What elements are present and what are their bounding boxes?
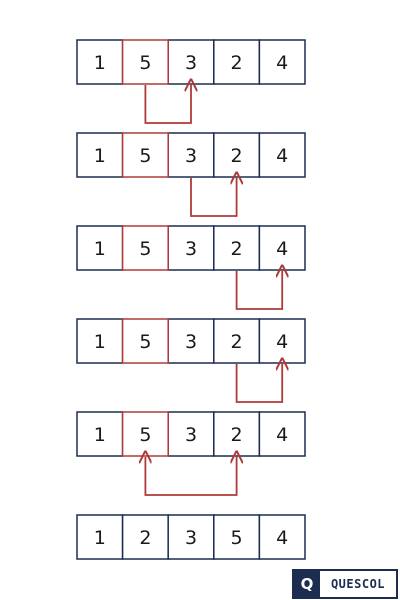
array-cell-value: 4	[276, 238, 288, 260]
array-cell	[213, 132, 261, 178]
array-cell	[167, 411, 215, 457]
array-cell-value: 3	[185, 527, 197, 549]
array-cell-value: 2	[231, 238, 243, 260]
array-cell	[258, 318, 306, 364]
array-row-6: 1 2 3 5 4	[76, 514, 306, 560]
array-cell-value: 2	[231, 52, 243, 74]
array-cell	[76, 411, 124, 457]
array-cell-highlighted	[121, 225, 169, 271]
array-cell-value: 2	[231, 331, 243, 353]
array-cell	[167, 132, 215, 178]
array-rows: 1 5 3 2 4 1 5 3 2 4 1 5 3 2 4 1 5 3 2 4 1 5 3 2 4 1 2 3 5 4	[76, 39, 306, 560]
array-cell	[213, 514, 261, 560]
array-cell-value: 1	[94, 424, 106, 446]
array-cell-value: 1	[94, 331, 106, 353]
array-cell	[258, 514, 306, 560]
array-cell-value: 1	[94, 527, 106, 549]
array-cell	[167, 225, 215, 271]
array-cell	[258, 39, 306, 85]
array-cell-value: 2	[231, 145, 243, 167]
array-row-2: 1 5 3 2 4	[76, 132, 306, 217]
array-cell	[167, 514, 215, 560]
compare-arrow	[144, 85, 191, 124]
array-cell-value: 3	[185, 52, 197, 74]
array-cell-highlighted	[121, 132, 169, 178]
array-cell-value: 5	[231, 527, 243, 549]
array-cell	[258, 411, 306, 457]
compare-arrow	[235, 271, 283, 310]
quescol-logo: Q QUESCOL	[292, 569, 398, 599]
array-cell-value: 5	[139, 145, 151, 167]
array-cell	[213, 225, 261, 271]
array-cell-value: 2	[139, 527, 151, 549]
array-row-1: 1 5 3 2 4	[76, 39, 306, 124]
array-cell	[258, 132, 306, 178]
array-cell	[76, 318, 124, 364]
array-cell-value: 3	[185, 145, 197, 167]
logo-wordmark: QUESCOL	[330, 577, 386, 591]
logo-mark: Q	[294, 571, 320, 597]
compare-arrow	[235, 364, 283, 403]
array-cell-value: 4	[276, 424, 288, 446]
array-cell-value: 3	[185, 331, 197, 353]
array-cell-value: 5	[139, 238, 151, 260]
array-cell-value: 5	[139, 52, 151, 74]
array-row-3: 1 5 3 2 4	[76, 225, 306, 310]
array-cell-value: 3	[185, 424, 197, 446]
array-cell-value: 2	[231, 424, 243, 446]
array-cell-value: 1	[94, 52, 106, 74]
array-cell-value: 4	[276, 331, 288, 353]
array-cell	[213, 411, 261, 457]
array-cell-value: 1	[94, 145, 106, 167]
array-cell-value: 4	[276, 52, 288, 74]
array-cell-highlighted	[121, 318, 169, 364]
array-cell-value: 5	[139, 331, 151, 353]
array-cell-value: 5	[139, 424, 151, 446]
array-cell	[258, 225, 306, 271]
swap-arrow	[145, 457, 236, 496]
array-cell-highlighted	[121, 39, 169, 85]
array-cell	[76, 39, 124, 85]
array-cell-value: 4	[276, 527, 288, 549]
array-row-4: 1 5 3 2 4	[76, 318, 306, 403]
array-cell-value: 4	[276, 145, 288, 167]
array-cell	[213, 39, 261, 85]
array-cell-value: 1	[94, 238, 106, 260]
array-cell-value: 3	[185, 238, 197, 260]
array-row-5: 1 5 3 2 4	[76, 411, 306, 496]
compare-arrow	[190, 178, 237, 217]
array-cell	[121, 514, 169, 560]
array-cell	[76, 132, 124, 178]
